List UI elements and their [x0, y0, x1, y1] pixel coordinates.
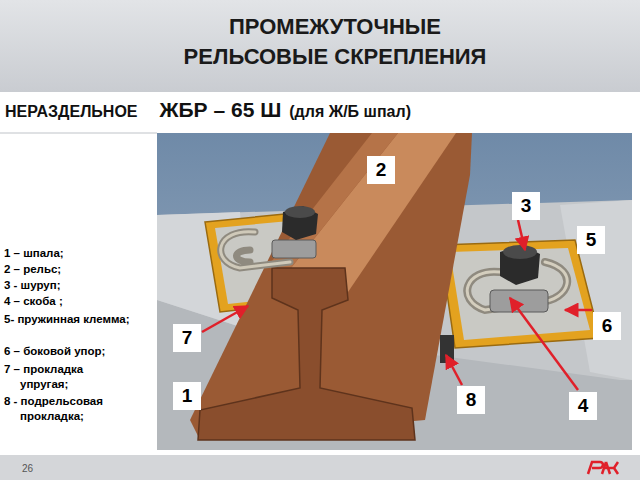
legend-item: 3 - шуруп; [4, 278, 170, 293]
callout-number: 6 [593, 312, 621, 340]
title-band [0, 0, 640, 92]
rail-head-side [268, 133, 398, 278]
callout-number: 4 [569, 392, 597, 420]
leader-line [565, 309, 592, 312]
subtitle-row: НЕРАЗДЕЛЬНОЕ ЖБР – 65 Ш (для Ж/Б шпал) [5, 98, 411, 122]
screw-head [285, 206, 315, 218]
subtitle-part: НЕРАЗДЕЛЬНОЕ [5, 103, 138, 121]
callout-number: 3 [512, 192, 540, 220]
divider [0, 133, 157, 134]
logo-mark [602, 462, 618, 474]
legend-item: 5- пружинная клемма; [4, 312, 132, 327]
legend-item: 8 - подрельсовая прокладка; [4, 394, 132, 424]
rail [190, 133, 472, 440]
company-logo [588, 462, 618, 474]
footer-band [0, 455, 640, 480]
logo-mark [588, 462, 603, 474]
leader-line [202, 306, 248, 332]
leader-line [446, 355, 462, 385]
callout-number: 1 [173, 382, 201, 410]
page-number: 26 [22, 463, 33, 474]
elastic-pad [440, 240, 600, 348]
leader-line [510, 298, 578, 390]
background [157, 133, 632, 450]
subtitle-part: ЖБР – 65 Ш [160, 98, 282, 122]
slide-title: ПРОМЕЖУТОЧНЫЕ РЕЛЬСОВЫЕ СКРЕПЛЕНИЯ [165, 12, 505, 72]
screw-head [282, 206, 318, 240]
legend-item: 2 – рельс; [4, 262, 170, 277]
callout-number: 8 [457, 386, 485, 414]
callout-number: 2 [367, 156, 395, 184]
fastening-picture [157, 133, 632, 450]
subtitle-part: (для Ж/Б шпал) [289, 103, 411, 121]
rail-profile [198, 268, 415, 440]
legend-item: 4 – скоба ; [4, 294, 170, 309]
legend-item: 7 – прокладка упругая; [4, 362, 132, 392]
screw-head [503, 245, 537, 259]
screw-head [500, 245, 540, 285]
bracket [272, 240, 316, 258]
leader-line [518, 220, 525, 250]
legend-item: 6 – боковой упор; [4, 344, 170, 359]
callout-number: 7 [173, 324, 201, 352]
legend-item: 1 – шпала; [4, 246, 170, 261]
callout-number: 5 [577, 226, 605, 254]
